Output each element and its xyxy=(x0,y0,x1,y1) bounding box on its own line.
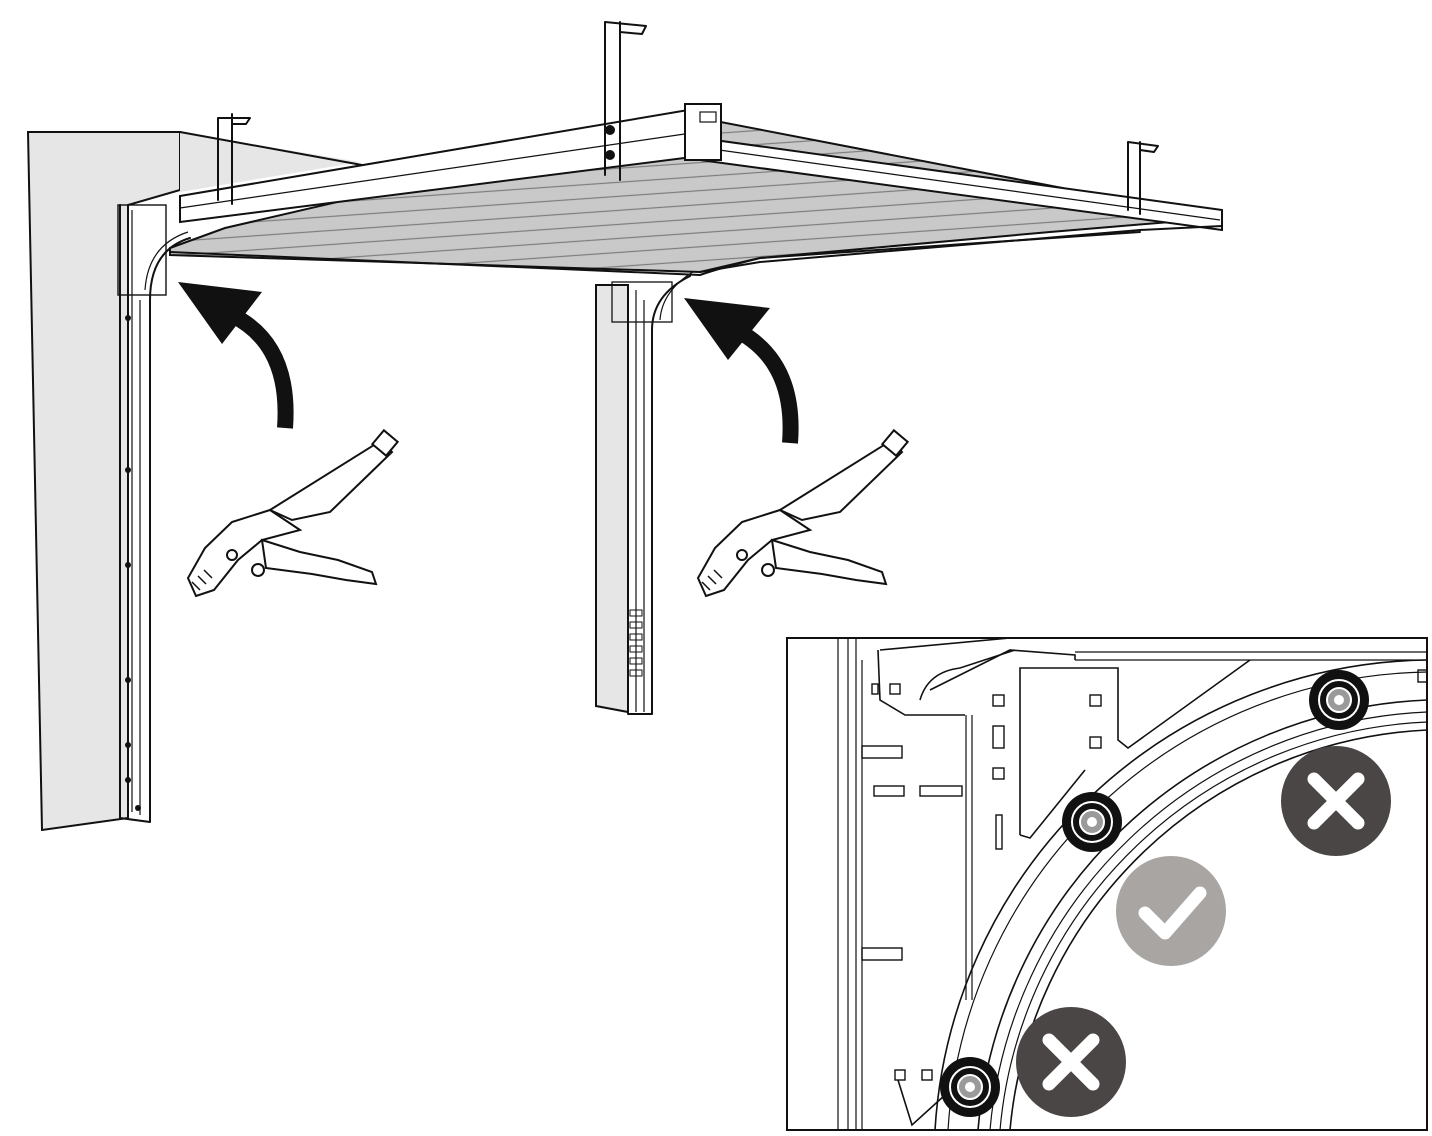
curved-arrow-up-icon xyxy=(684,298,799,444)
hanger-left xyxy=(217,113,251,205)
right-vertical-track xyxy=(611,269,697,715)
locking-pliers-icon xyxy=(696,428,910,598)
locking-pliers-icon xyxy=(186,428,400,598)
roller xyxy=(940,1057,1000,1117)
horizontal-rails xyxy=(179,103,1223,273)
left-wall xyxy=(26,131,363,832)
roller xyxy=(1062,792,1122,852)
center-pillar xyxy=(595,284,629,714)
roller xyxy=(1309,670,1369,730)
cross-icon xyxy=(1016,1007,1126,1117)
detail-inset xyxy=(786,637,1428,1131)
hanger-center xyxy=(604,21,647,181)
hanger-right xyxy=(1127,141,1159,215)
curved-arrow-up-icon xyxy=(178,282,294,429)
cross-icon xyxy=(1281,746,1391,856)
check-icon xyxy=(1116,856,1226,966)
left-vertical-track xyxy=(117,204,191,823)
ceiling-hangers xyxy=(217,21,1159,215)
